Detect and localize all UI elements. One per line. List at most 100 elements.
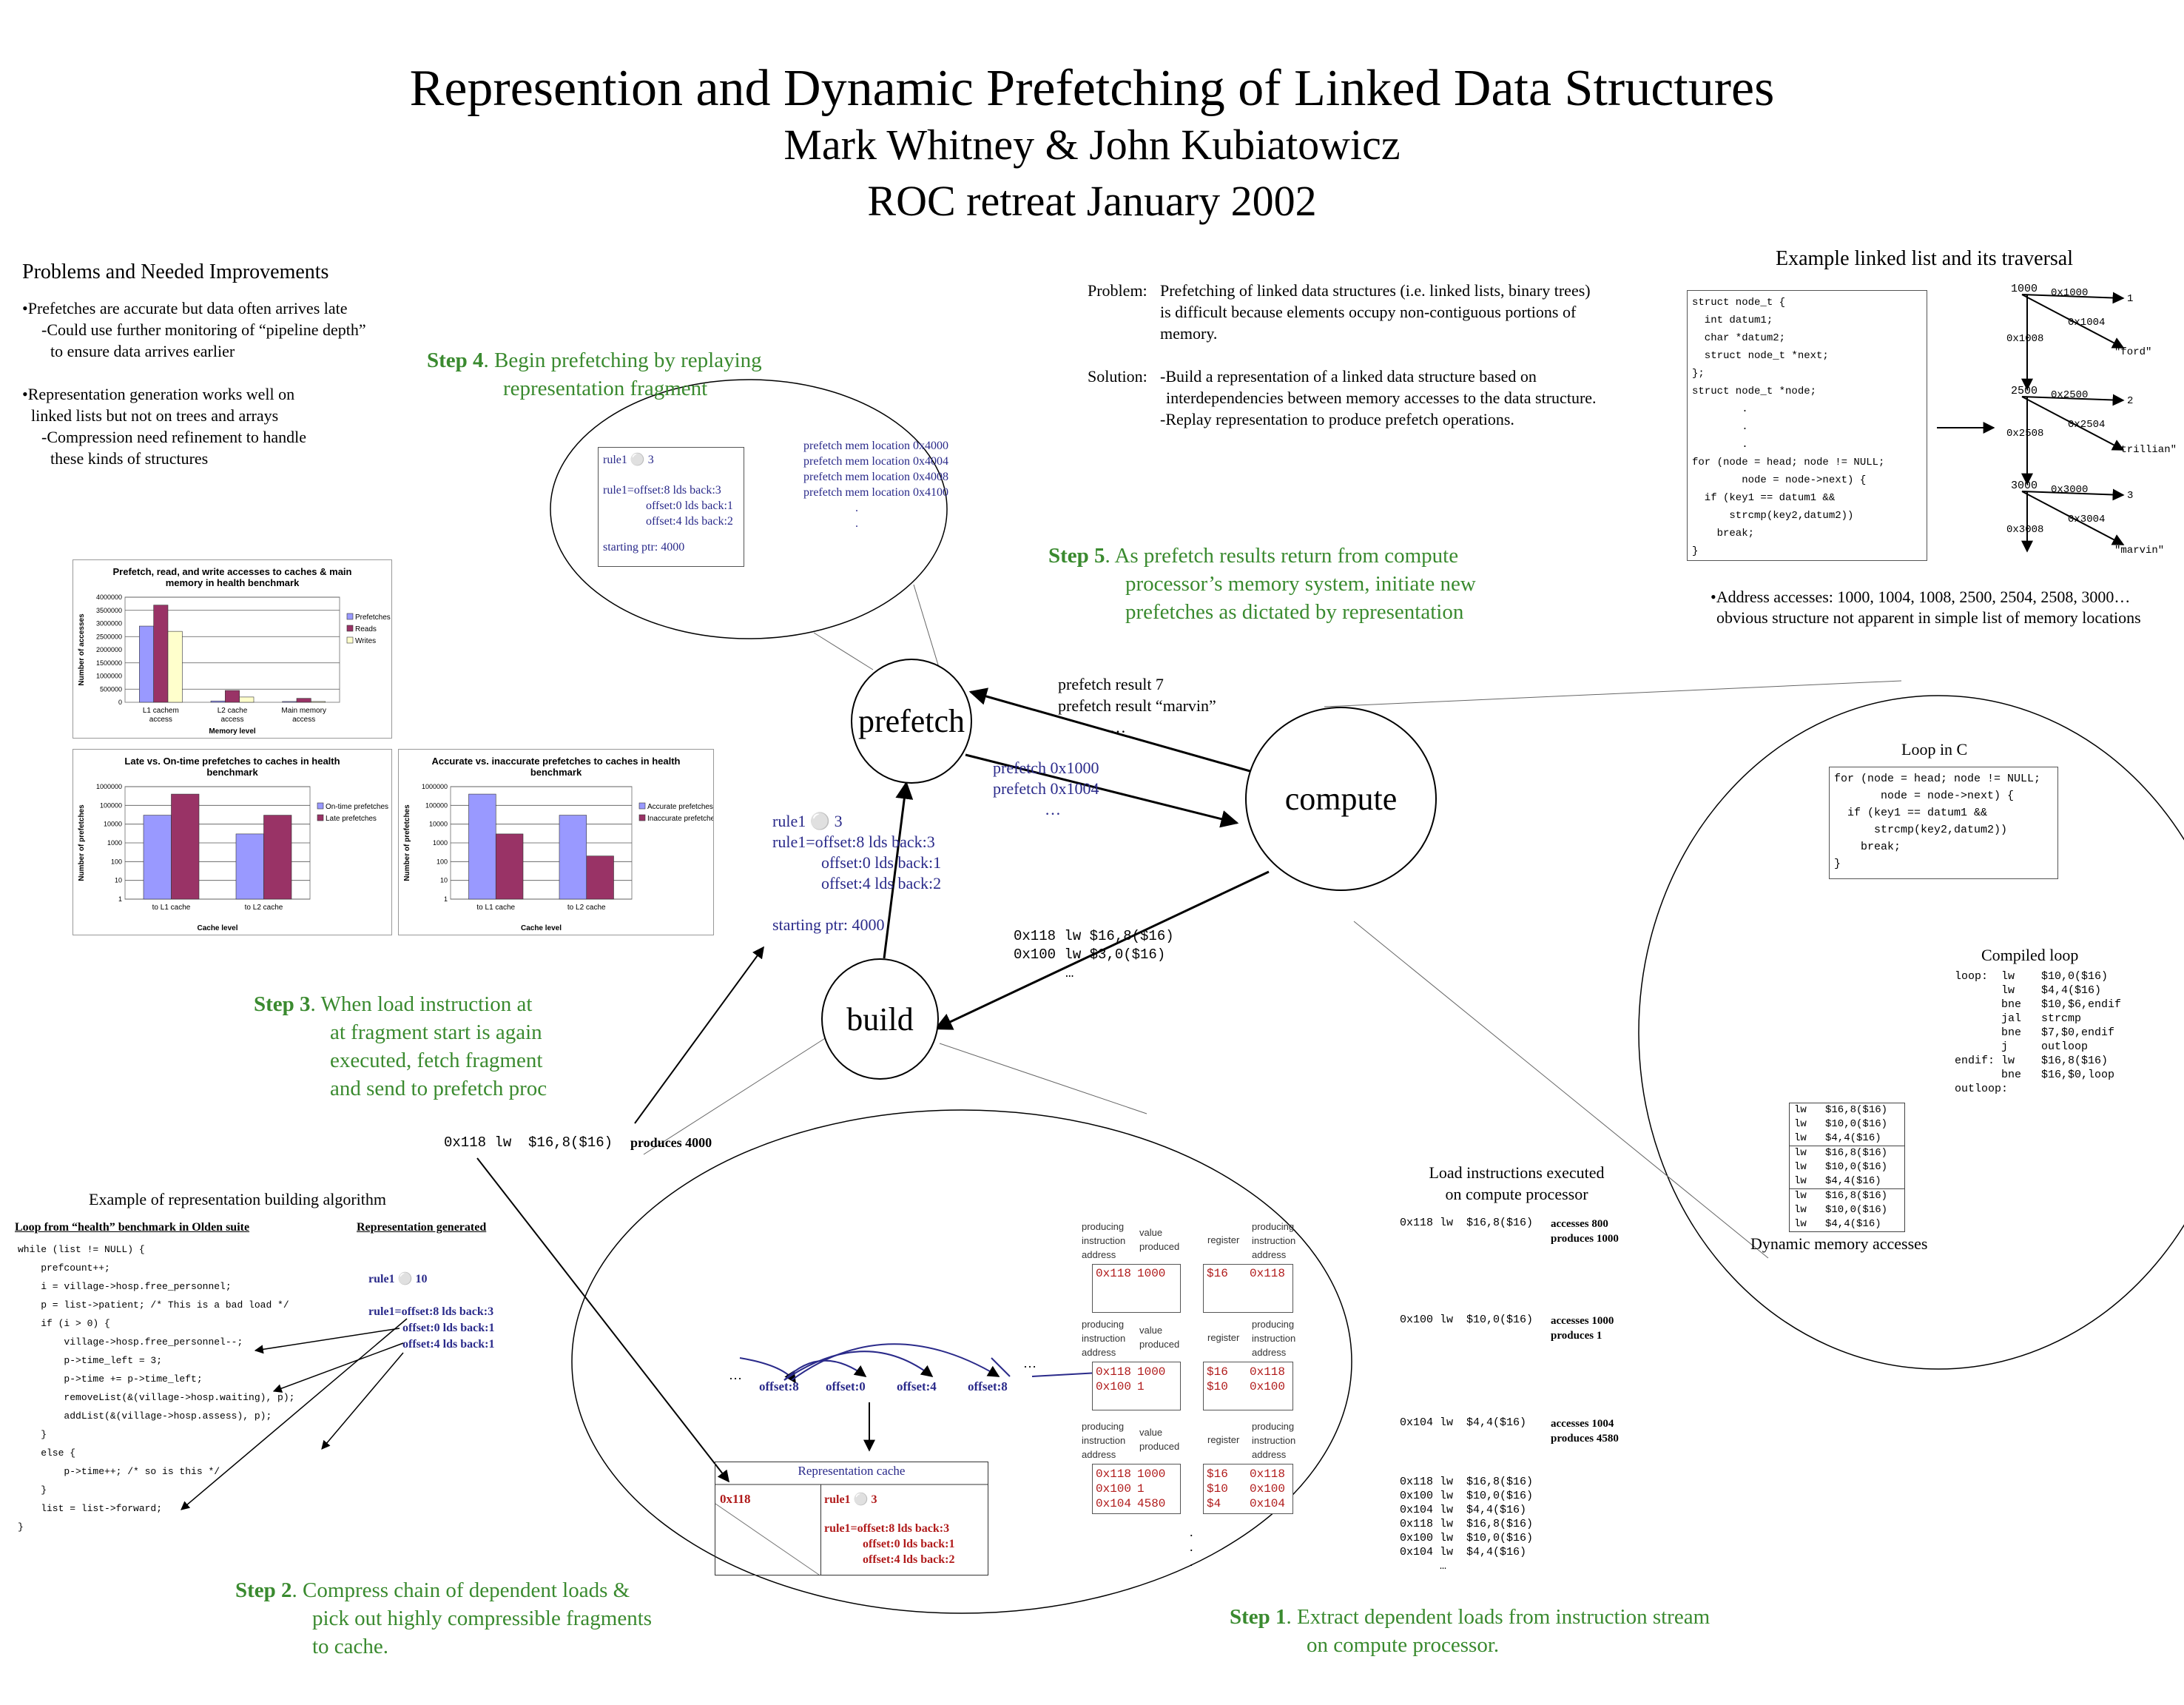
load-row: 0x104 lw $4,4($16) accesses 1004 produce… xyxy=(1400,1416,1619,1446)
load-heading-line: on compute processor xyxy=(1445,1185,1588,1203)
load-trace: 0x118 lw $16,8($16) 0x100 lw $10,0($16) … xyxy=(1400,1476,1534,1573)
col-header-pia: producing instruction address xyxy=(1082,1221,1126,1260)
chart-accesses-plot: 4000000350000030000002500000200000015000… xyxy=(78,593,391,736)
prefetch-op: … xyxy=(1045,800,1061,818)
cell: $10 xyxy=(1207,1482,1228,1496)
list-node-a0: 0x3000 xyxy=(2051,484,2089,496)
x-tick-label: to L1 cache xyxy=(476,904,515,912)
dyn-row: lw $16,8($16) xyxy=(1794,1147,1888,1159)
mid-rule-line: offset:4 lds back:2 xyxy=(821,874,942,892)
dyn-row: lw $4,4($16) xyxy=(1790,1174,1904,1189)
mid-start-ptr: starting ptr: 4000 xyxy=(772,915,885,934)
col-header-reg: register xyxy=(1207,1332,1240,1343)
load-row: 0x100 lw $10,0($16) accesses 1000 produc… xyxy=(1400,1314,1614,1343)
chart-accesses: Prefetch, read, and write accesses to ca… xyxy=(73,559,392,739)
cache-rule-line: rule1=offset:8 lds back:3 xyxy=(824,1522,950,1535)
col-header-reg: register xyxy=(1207,1234,1240,1245)
problems-line: these kinds of structures xyxy=(50,449,209,468)
y-tick-label: 1500000 xyxy=(96,659,122,667)
cache-rule-line: offset:4 lds back:2 xyxy=(863,1553,955,1566)
y-tick-label: 10000 xyxy=(104,821,122,828)
chart-title: Accurate vs. inaccurate prefetches to ca… xyxy=(431,756,681,778)
y-tick-label: 1 xyxy=(118,895,122,903)
chain-offset: offset:0 xyxy=(826,1379,866,1393)
cell: $10 xyxy=(1207,1380,1228,1393)
step3-line: and send to prefetch proc xyxy=(330,1077,547,1100)
chart-accurate: Accurate vs. inaccurate prefetches to ca… xyxy=(398,749,714,935)
bar xyxy=(225,690,240,703)
load-row-instr: 0x104 lw $4,4($16) xyxy=(1400,1416,1527,1429)
cell: 0x118 xyxy=(1250,1467,1286,1481)
compiled-heading: Compiled loop xyxy=(1981,946,2079,964)
prefetch-op: prefetch 0x1000 xyxy=(993,759,1099,777)
y-tick-label: 10 xyxy=(440,877,448,884)
cell: 0x118 xyxy=(1096,1267,1132,1280)
prefetch-results: prefetch result 7 prefetch result “marvi… xyxy=(1058,673,1216,738)
cell: 0x100 xyxy=(1250,1482,1286,1496)
algorithm-col2: Representation generated xyxy=(357,1221,487,1234)
top-start-ptr: starting ptr: 4000 xyxy=(603,541,685,554)
y-tick-label: 10 xyxy=(115,877,122,884)
step2-line: to cache. xyxy=(312,1635,389,1658)
solution-label: Solution: xyxy=(1088,367,1147,386)
col-header-pia: producing instruction address xyxy=(1252,1221,1296,1260)
legend-label: Writes xyxy=(355,637,376,645)
problems-line: -Could use further monitoring of “pipeli… xyxy=(41,320,366,339)
algorithm-rule-line: rule1=offset:8 lds back:3 xyxy=(368,1305,494,1318)
step3-line: . When load instruction at xyxy=(310,992,533,1016)
load-line: … xyxy=(1065,965,1074,981)
dyn-label: Dynamic memory accesses xyxy=(1750,1234,1928,1253)
result-line: prefetch result 7 xyxy=(1058,675,1164,693)
legend-swatch xyxy=(638,814,646,821)
load-row-produce: produces 1 xyxy=(1551,1330,1602,1342)
bar xyxy=(167,630,183,703)
step4-num: Step 4 xyxy=(427,349,484,372)
cell: $4 xyxy=(1207,1497,1221,1510)
step5-line: . As prefetch results return from comput… xyxy=(1105,544,1459,568)
cell: 1000 xyxy=(1137,1267,1166,1280)
table-dots: . . . xyxy=(1190,1524,1193,1569)
problem-label: Problem: xyxy=(1088,281,1147,300)
col-header-pia: producing instruction address xyxy=(1252,1319,1296,1358)
load-row-produce: produces 4580 xyxy=(1551,1433,1619,1445)
chain-ellipsis: … xyxy=(729,1368,742,1382)
prefetch-list: prefetch mem location 0x4000 prefetch me… xyxy=(803,438,948,531)
struct-code: struct node_t { int datum1; char *datum2… xyxy=(1692,297,1885,557)
list-node-v2: "marvin" xyxy=(2114,545,2165,556)
y-tick-label: 1000000 xyxy=(96,783,122,790)
bar xyxy=(235,833,264,900)
poster-authors: Mark Whitney & John Kubiatowicz xyxy=(783,121,1401,169)
chain-offset: offset:8 xyxy=(759,1379,799,1393)
cell: 4580 xyxy=(1137,1497,1166,1510)
y-tick-label: 2000000 xyxy=(96,646,122,653)
cell: 0x104 xyxy=(1250,1497,1286,1510)
bar xyxy=(210,700,226,703)
cache-rule-head: rule1 ⚪ 3 xyxy=(824,1493,877,1506)
solution-line: interdependencies between memory accesse… xyxy=(1166,389,1597,407)
mid-rule: rule1 ⚪ 3 rule1=offset:8 lds back:3 offs… xyxy=(772,811,941,935)
y-tick-label: 100 xyxy=(437,858,448,865)
y-tick-label: 1000000 xyxy=(96,673,122,680)
load-line: 0x118 lw $16,8($16) xyxy=(1014,928,1174,944)
cell: 1 xyxy=(1137,1380,1145,1393)
legend-label: Reads xyxy=(355,625,377,633)
load-row-access: accesses 1004 xyxy=(1551,1418,1614,1430)
loop-c-heading: Loop in C xyxy=(1901,740,1968,759)
top-rule-box: rule1 ⚪ 3 rule1=offset:8 lds back:3 offs… xyxy=(598,447,744,567)
y-tick-label: 0 xyxy=(118,699,122,706)
problem-line: memory. xyxy=(1160,324,1218,343)
col-header-vp: value produced xyxy=(1139,1427,1180,1452)
cache-key: 0x118 xyxy=(720,1492,751,1506)
step5-line: prefetches as dictated by representation xyxy=(1125,600,1464,624)
problems-line: •Representation generation works well on xyxy=(22,385,295,403)
list-node-v2: "trillian" xyxy=(2114,444,2177,456)
compute-loads: 0x118 lw $16,8($16) 0x100 lw $3,0($16) … xyxy=(1014,927,1174,983)
dyn-row: lw $10,0($16) xyxy=(1794,1204,1888,1216)
dyn-access-table: lw $16,8($16) lw $10,0($16) lw $4,4($16)… xyxy=(1789,1103,1905,1232)
step2-text: Step 2. Compress chain of dependent load… xyxy=(235,1576,652,1661)
